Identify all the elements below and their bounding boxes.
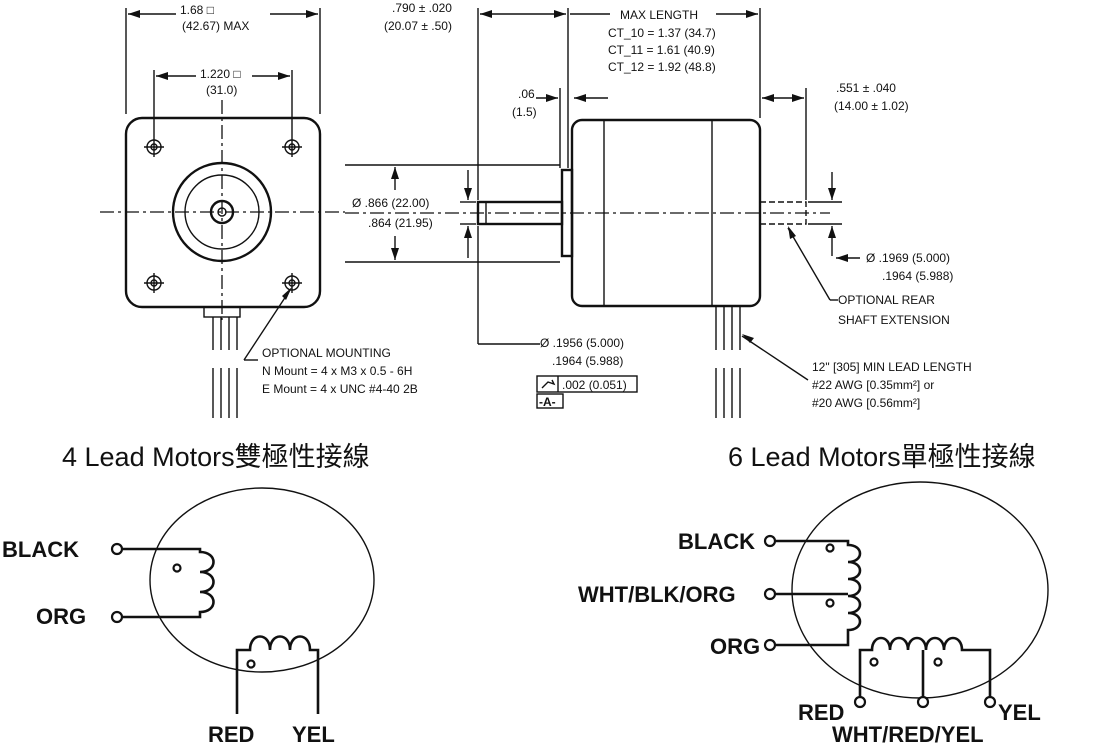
rear-dim-metric: (14.00 ± 1.02) xyxy=(834,99,909,113)
bipolar-wiring: 4 Lead Motors雙極性接線 BLACK ORG RED YEL xyxy=(2,442,375,747)
wire-label-yel-6: YEL xyxy=(998,700,1041,725)
terminal-wht-blk-org xyxy=(763,587,777,601)
shaft-dim: Ø .1956 (5.000) xyxy=(540,336,624,350)
terminal-org xyxy=(110,610,124,624)
rear-note-title: OPTIONAL REAR xyxy=(838,293,935,307)
pilot-dim: Ø .866 (22.00) xyxy=(352,196,429,210)
overall-dim: 1.68 □ xyxy=(180,3,214,17)
unipolar-motor-outline xyxy=(791,481,1049,699)
terminal-red-6 xyxy=(853,695,867,709)
terminal-black xyxy=(110,542,124,556)
unipolar-title: 6 Lead Motors單極性接線 xyxy=(728,442,1036,472)
front-leads xyxy=(212,317,238,418)
wire-label-org: ORG xyxy=(36,604,86,629)
rear-note-line2: SHAFT EXTENSION xyxy=(838,313,950,327)
max-length-ct11: CT_11 = 1.61 (40.9) xyxy=(608,43,715,57)
wire-label-yel: YEL xyxy=(292,722,335,747)
max-length-ct10: CT_10 = 1.37 (34.7) xyxy=(608,26,716,40)
wire-label-black: BLACK xyxy=(2,537,79,562)
mounting-note-n: N Mount = 4 x M3 x 0.5 - 6H xyxy=(262,364,412,378)
mounting-holes xyxy=(144,137,302,293)
terminal-org-6 xyxy=(763,638,777,652)
flange-dim-metric: (1.5) xyxy=(512,105,537,119)
side-leads xyxy=(715,306,741,418)
bolt-dim-metric: (31.0) xyxy=(206,83,237,97)
runout-tolerance: .002 (0.051) xyxy=(562,378,627,392)
terminal-yel-6 xyxy=(983,695,997,709)
datum-label: -A- xyxy=(539,395,556,409)
max-length-ct12: CT_12 = 1.92 (48.8) xyxy=(608,60,716,74)
rear-shaft-dim: Ø .1969 (5.000) xyxy=(866,251,950,265)
lead-note-awg22: #22 AWG [0.35mm²] or xyxy=(812,378,934,392)
front-view: 1.68 □ (42.67) MAX 1.220 □ (31.0) OPTION… xyxy=(100,3,418,418)
side-view: Ø .866 (22.00) .864 (21.95) .790 ± .020 … xyxy=(345,1,972,418)
bolt-dim: 1.220 □ xyxy=(200,67,241,81)
rear-dim: .551 ± .040 xyxy=(836,81,896,95)
bipolar-title: 4 Lead Motors雙極性接線 xyxy=(62,442,370,472)
mounting-note-e: E Mount = 4 x UNC #4-40 2B xyxy=(262,382,418,396)
pilot-boss xyxy=(171,161,273,263)
flange-dim: .06 xyxy=(518,87,535,101)
wire-label-wht-blk-org: WHT/BLK/ORG xyxy=(578,582,736,607)
front-shaft xyxy=(209,199,235,225)
wire-label-red-6: RED xyxy=(798,700,844,725)
lead-note-awg20: #20 AWG [0.56mm²] xyxy=(812,396,920,410)
bipolar-motor-outline xyxy=(149,487,375,673)
shaft-length-dim: .790 ± .020 xyxy=(392,1,452,15)
unipolar-wiring: 6 Lead Motors單極性接線 BLACK WHT/BLK/ORG ORG… xyxy=(578,442,1049,747)
max-length-title: MAX LENGTH xyxy=(620,8,698,22)
overall-dim-metric: (42.67) MAX xyxy=(182,19,249,33)
terminal-black-6 xyxy=(763,534,777,548)
rear-shaft-dim-min: .1964 (5.988) xyxy=(882,269,953,283)
lead-note-length: 12" [305] MIN LEAD LENGTH xyxy=(812,360,972,374)
pilot-dim-min: .864 (21.95) xyxy=(368,216,433,230)
wire-label-red: RED xyxy=(208,722,254,747)
wire-label-org-6: ORG xyxy=(710,634,760,659)
mounting-note-title: OPTIONAL MOUNTING xyxy=(262,346,391,360)
wire-label-wht-red-yel: WHT/RED/YEL xyxy=(832,722,984,747)
wire-label-black-6: BLACK xyxy=(678,529,755,554)
terminal-wht-red-yel xyxy=(916,695,930,709)
shaft-dim-min: .1964 (5.988) xyxy=(552,354,623,368)
shaft-length-dim-metric: (20.07 ± .50) xyxy=(384,19,452,33)
